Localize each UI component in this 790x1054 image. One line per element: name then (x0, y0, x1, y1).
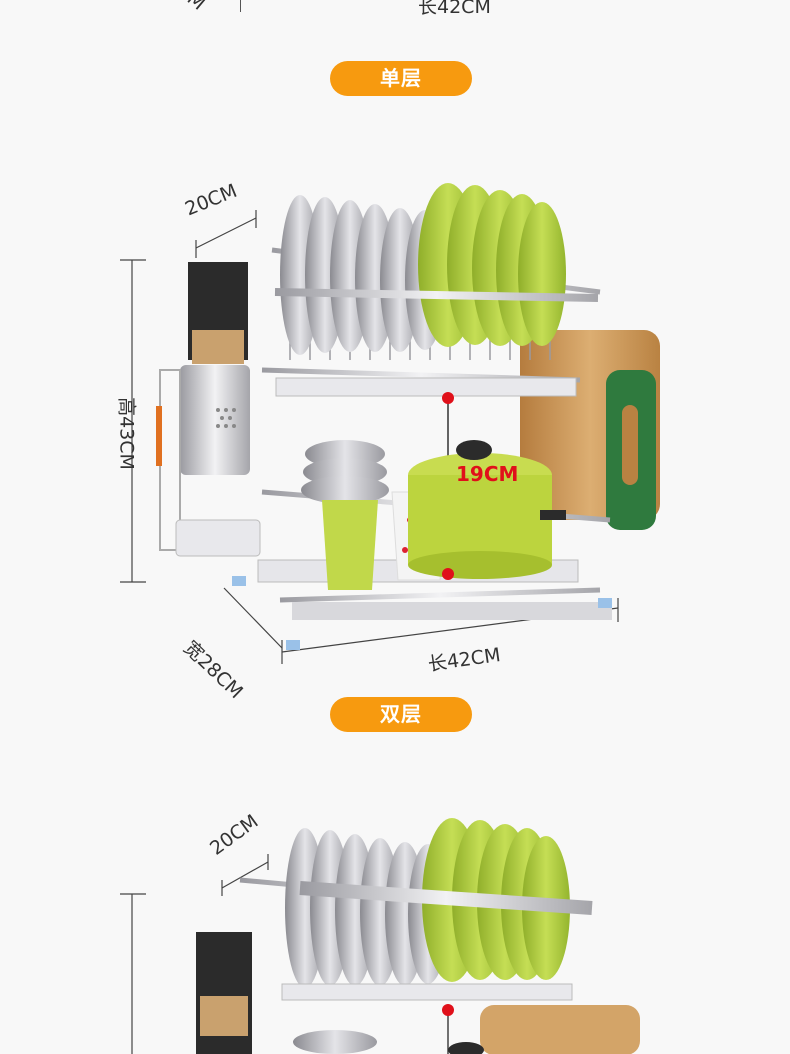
height-label: 高43CM (115, 397, 138, 470)
double-tier-badge: 双层 (330, 697, 472, 732)
single-tier-badge: 单层 (330, 61, 472, 96)
gap-label: 19CM (456, 462, 519, 486)
top-dimension-line (240, 0, 241, 12)
dish-rack-illustration-1 (120, 183, 660, 664)
top-length-label: 长42CM (418, 0, 491, 18)
top-cut-label: M (182, 0, 210, 15)
dish-rack-illustration-2 (120, 818, 640, 1054)
